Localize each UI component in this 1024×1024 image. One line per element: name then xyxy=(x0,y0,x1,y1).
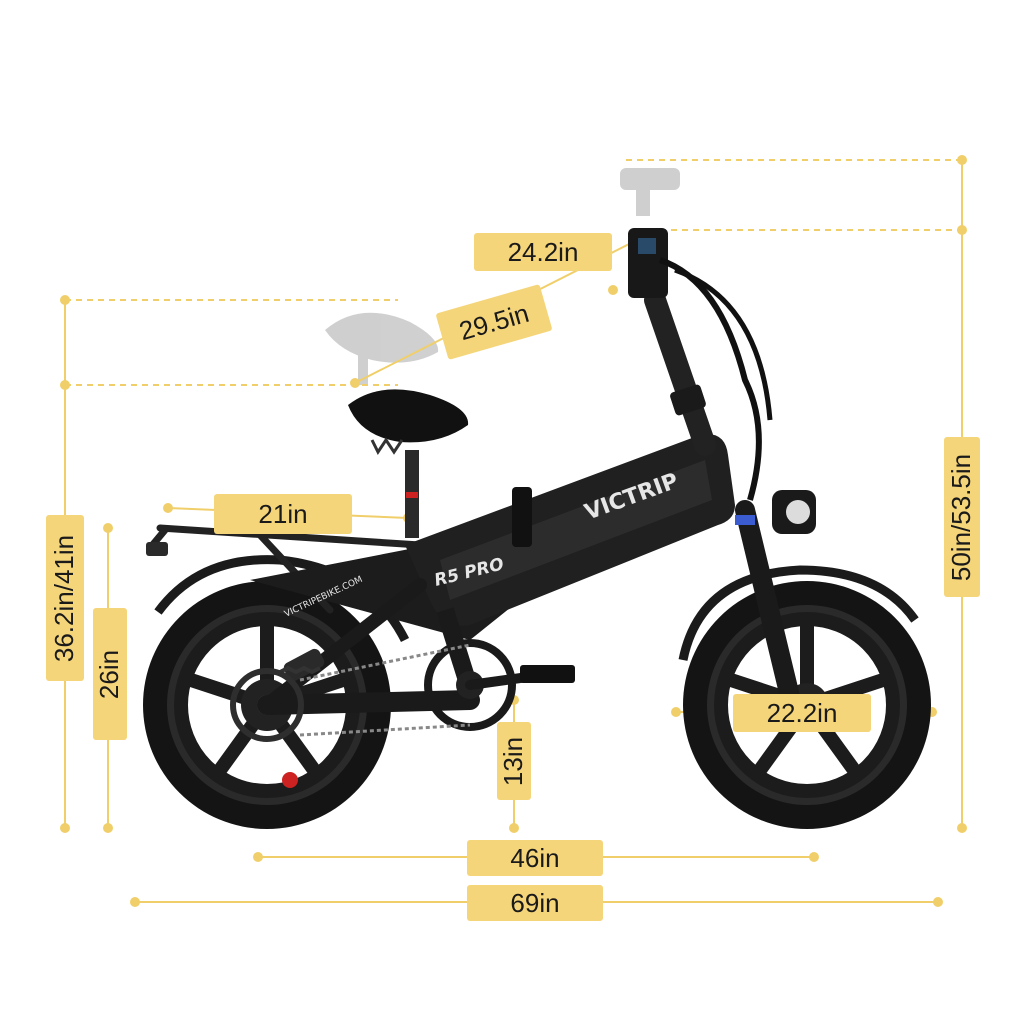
frame: VICTRIP R5 PRO VICTRIPEBIKE.COM xyxy=(250,434,735,715)
rear-shock xyxy=(279,648,325,682)
label-pedal-height: 13in xyxy=(497,722,531,800)
raised-handlebar-ghost xyxy=(620,168,680,216)
label-overall-height-text: 50in/53.5in xyxy=(946,453,977,581)
label-pedal-height-text: 13in xyxy=(498,736,529,786)
tail-light xyxy=(146,542,168,556)
front-fork xyxy=(735,500,802,715)
label-wheel-diameter: 22.2in xyxy=(733,694,871,732)
rear-cassette xyxy=(230,668,304,742)
label-wheelbase: 46in xyxy=(467,840,603,876)
label-seat-height: 36.2in/41in xyxy=(46,515,84,681)
seat xyxy=(348,389,469,538)
label-rear-axle-height-text: 26in xyxy=(94,649,125,699)
label-overall-length: 69in xyxy=(467,885,603,921)
rear-derailleur xyxy=(282,772,298,788)
handlebar-stem xyxy=(628,228,773,501)
raised-seat-ghost xyxy=(325,312,439,385)
label-handlebar-raise: 24.2in xyxy=(474,233,612,271)
pedal-crank xyxy=(465,665,575,690)
label-rear-axle-height: 26in xyxy=(93,608,127,740)
label-rear-rack: 21in xyxy=(214,494,352,534)
headlight xyxy=(772,490,816,534)
label-overall-height: 50in/53.5in xyxy=(944,437,980,597)
front-fender xyxy=(678,565,919,661)
label-seat-height-text: 36.2in/41in xyxy=(49,534,80,662)
